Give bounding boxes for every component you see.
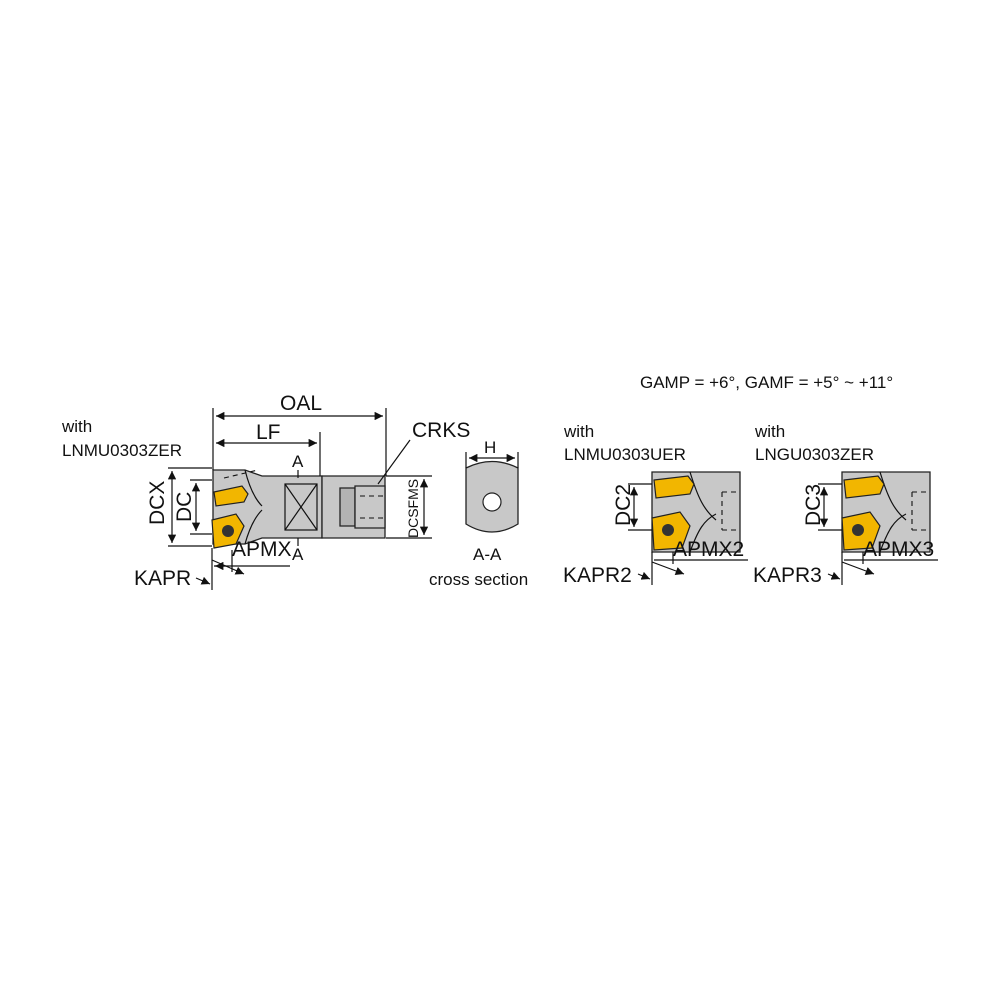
variant3-apmx: APMX3 xyxy=(863,538,934,561)
main-with-label: with xyxy=(61,417,92,436)
section-mark-bottom: A xyxy=(292,545,304,564)
dim-oal: OAL xyxy=(280,392,322,415)
cross-section-view: H A-A cross section xyxy=(429,438,528,589)
dim-apmx: APMX xyxy=(232,538,292,561)
variant2-insert-top xyxy=(653,475,695,499)
section-caption: cross section xyxy=(429,570,528,589)
variant3-with-label: with xyxy=(754,422,785,441)
shank-neck xyxy=(339,487,356,527)
variant3-insert-code: LNGU0303ZER xyxy=(755,445,874,464)
dim-dcx: DCX xyxy=(146,481,169,525)
dim-kapr: KAPR xyxy=(134,567,191,590)
variant-3-view: with LNGU0303ZER DC3 APMX3 KAPR3 xyxy=(753,422,938,587)
variant2-dc: DC2 xyxy=(612,484,635,526)
dim-dcsfms: DCSFMS xyxy=(405,479,421,538)
variant3-dc: DC3 xyxy=(802,484,825,526)
square-drive xyxy=(284,483,318,531)
variant3-insert-top xyxy=(843,475,885,499)
main-insert-code: LNMU0303ZER xyxy=(62,441,182,460)
coolant-hole xyxy=(482,492,502,512)
insert-screw xyxy=(222,525,234,537)
variant2-insert-code: LNMU0303UER xyxy=(564,445,686,464)
variant3-kapr: KAPR3 xyxy=(753,564,822,587)
section-mark-top: A xyxy=(292,452,304,471)
insert-top xyxy=(213,485,249,507)
shank-thread xyxy=(354,485,386,529)
variant2-with-label: with xyxy=(563,422,594,441)
section-title: A-A xyxy=(473,545,502,564)
dim-h: H xyxy=(484,438,496,457)
angle-note: GAMP = +6°, GAMF = +5° ~ +11° xyxy=(640,373,893,392)
dim-dc: DC xyxy=(173,492,196,522)
main-view: with LNMU0303ZER OAL LF A A xyxy=(61,392,470,590)
dim-crks: CRKS xyxy=(412,419,470,442)
dim-lf: LF xyxy=(256,421,281,444)
variant2-apmx: APMX2 xyxy=(673,538,744,561)
variant-2-view: with LNMU0303UER DC2 APMX2 KAPR2 xyxy=(563,422,748,587)
variant2-kapr: KAPR2 xyxy=(563,564,632,587)
